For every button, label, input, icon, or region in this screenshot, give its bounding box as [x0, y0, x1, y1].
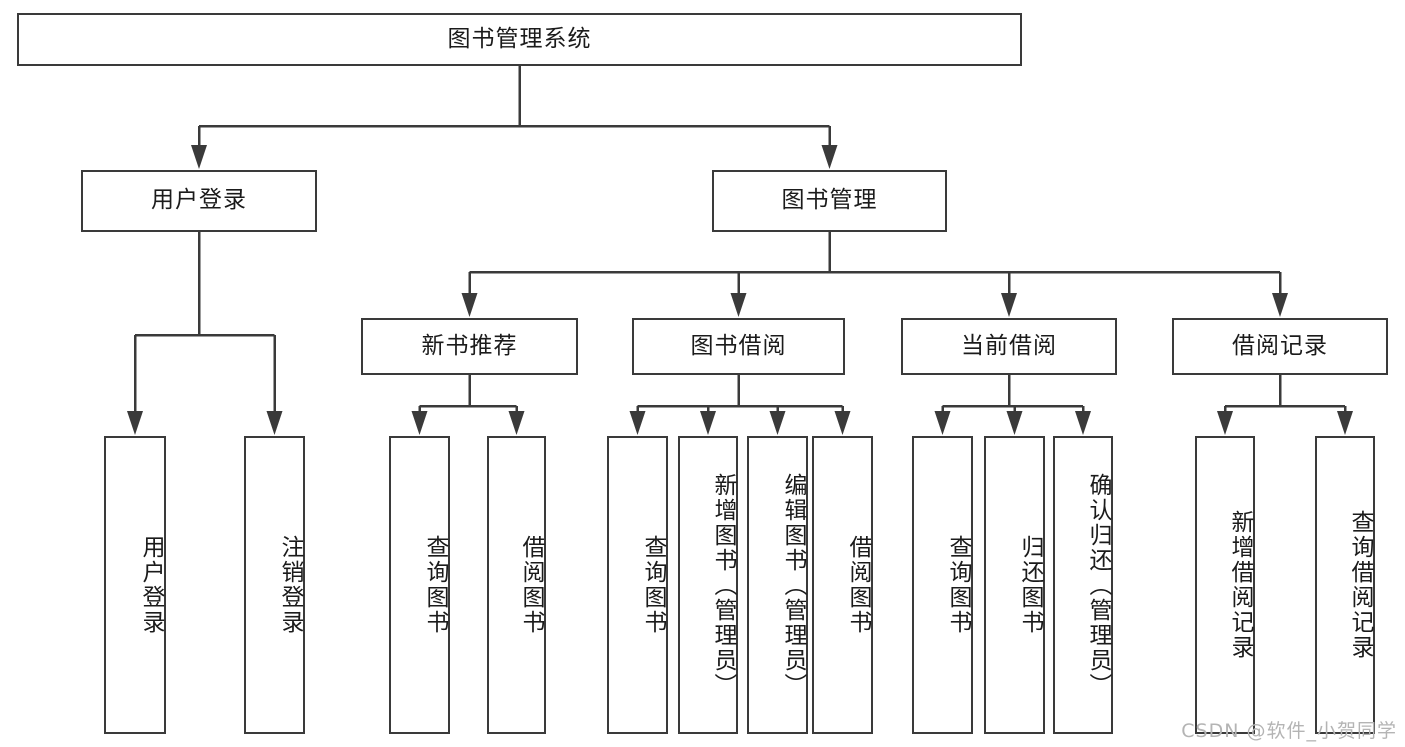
node-label: 新书推荐 — [421, 332, 518, 359]
node-label: 查询借阅记录 — [1347, 510, 1373, 660]
node-label: 注销登录 — [277, 535, 303, 635]
node-leaf-query-book-a[interactable]: 查询图书 — [389, 436, 450, 734]
node-new-book-rec[interactable]: 新书推荐 — [361, 318, 578, 375]
watermark-text: CSDN @软件_小贺同学 — [1181, 720, 1397, 742]
node-leaf-confirm-return[interactable]: 确认归还（管理员） — [1053, 436, 1113, 734]
node-leaf-add-record[interactable]: 新增借阅记录 — [1195, 436, 1255, 734]
node-label: 当前借阅 — [961, 332, 1057, 359]
node-user-login[interactable]: 用户登录 — [81, 170, 317, 232]
node-label: 用户登录 — [138, 535, 164, 635]
node-leaf-borrow-book-b[interactable]: 借阅图书 — [812, 436, 873, 734]
node-label: 归还图书 — [1017, 535, 1043, 635]
node-label: 新增图书（管理员） — [710, 472, 736, 698]
node-leaf-add-book[interactable]: 新增图书（管理员） — [678, 436, 738, 734]
node-label: 用户登录 — [151, 187, 247, 214]
node-label: 查询图书 — [422, 535, 448, 635]
node-label: 借阅图书 — [845, 535, 871, 635]
node-leaf-return-book[interactable]: 归还图书 — [984, 436, 1045, 734]
node-leaf-borrow-book-a[interactable]: 借阅图书 — [487, 436, 546, 734]
node-leaf-query-book-b[interactable]: 查询图书 — [607, 436, 668, 734]
node-leaf-query-record[interactable]: 查询借阅记录 — [1315, 436, 1375, 734]
node-book-manage[interactable]: 图书管理 — [712, 170, 947, 232]
node-leaf-logout[interactable]: 注销登录 — [244, 436, 305, 734]
node-label: 确认归还（管理员） — [1085, 472, 1111, 698]
node-label: 查询图书 — [945, 535, 971, 635]
node-book-borrow[interactable]: 图书借阅 — [632, 318, 845, 375]
node-label: 借阅记录 — [1232, 332, 1328, 359]
node-label: 借阅图书 — [518, 535, 544, 635]
node-leaf-user-login[interactable]: 用户登录 — [104, 436, 166, 734]
node-label: 图书管理系统 — [447, 25, 592, 52]
node-leaf-edit-book[interactable]: 编辑图书（管理员） — [747, 436, 808, 734]
node-label: 图书管理 — [781, 187, 878, 214]
node-label: 查询图书 — [640, 535, 666, 635]
node-label: 编辑图书（管理员） — [780, 472, 806, 698]
node-root[interactable]: 图书管理系统 — [17, 13, 1022, 66]
node-leaf-query-book-c[interactable]: 查询图书 — [912, 436, 973, 734]
node-label: 新增借阅记录 — [1227, 510, 1253, 660]
node-borrow-record[interactable]: 借阅记录 — [1172, 318, 1388, 375]
node-label: 图书借阅 — [690, 332, 787, 359]
node-current-borrow[interactable]: 当前借阅 — [901, 318, 1117, 375]
